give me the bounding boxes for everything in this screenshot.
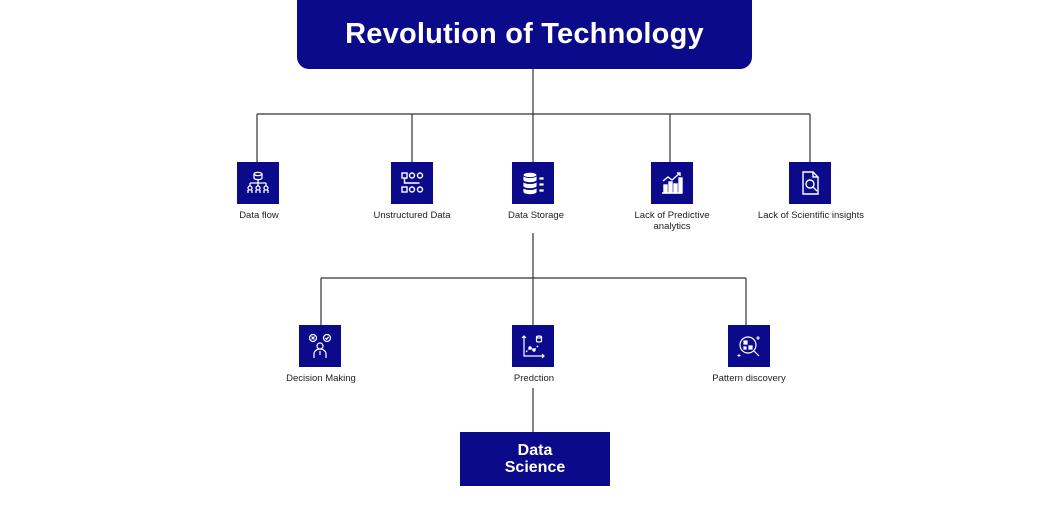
node-label-pattern-discovery: Pattern discovery [712,373,786,384]
node-label-data-flow: Data flow [239,210,279,221]
node-label-predictive-analytics: Lack of Predictive analytics [634,210,710,232]
node-label-decision-making: Decision Making [286,373,356,384]
node-label-unstructured-data: Unstructured Data [373,210,451,221]
scientific-insights-icon [789,162,831,204]
result-label: Data Science [504,442,566,476]
unstructured-data-icon [391,162,433,204]
diagram-title: Revolution of Technology [345,18,704,50]
predictive-analytics-icon [651,162,693,204]
data-flow-icon [237,162,279,204]
result-box: Data Science [460,432,610,486]
node-label-prediction: Predction [513,373,555,384]
node-label-data-storage: Data Storage [508,210,564,221]
prediction-icon [512,325,554,367]
decision-making-icon [299,325,341,367]
node-label-scientific-insights: Lack of Scientific insights [757,210,865,221]
title-box: Revolution of Technology [297,0,752,69]
data-storage-icon [512,162,554,204]
pattern-discovery-icon [728,325,770,367]
